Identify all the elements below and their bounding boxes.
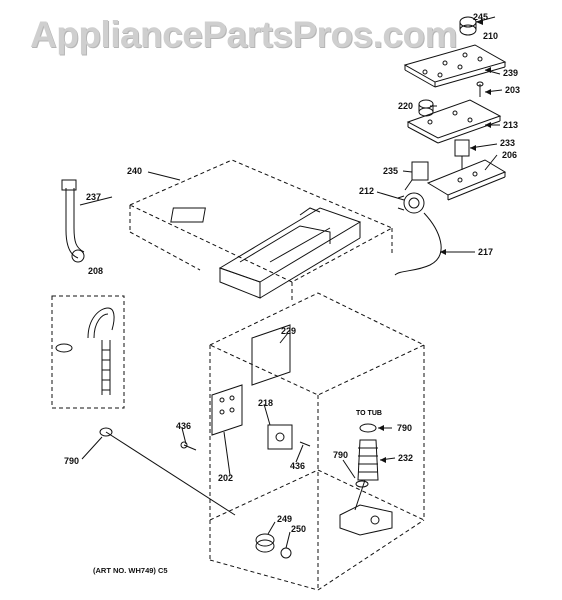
part-label-235: 235 [383,166,399,176]
part-label-220: 220 [398,101,414,111]
part-label-233: 233 [500,138,516,148]
part-label-206: 206 [502,150,518,160]
part-label-436-right: 436 [290,461,306,471]
grommet-part [280,547,292,559]
art-number-caption: (ART NO. WH749) C5 [93,566,168,575]
wire-harness [394,212,442,276]
part-label-229: 229 [281,326,297,336]
part-label-790-left: 790 [64,456,80,466]
part-label-239: 239 [503,68,519,78]
part-label-210: 210 [483,31,499,41]
part-label-208: 208 [88,266,104,276]
part-label-790-right: 790 [397,423,413,433]
part-label-213: 213 [503,120,519,130]
part-label-237: 237 [86,192,102,202]
pressure-hose [354,423,379,511]
control-board-part [211,384,243,436]
part-label-249: 249 [277,514,293,524]
part-label-203: 203 [505,85,521,95]
cabinet-outline [128,159,426,591]
part-label-217: 217 [478,247,494,257]
leader-lines [79,16,503,549]
watermark: AppliancePartsPros.com [30,14,457,55]
fill-hose [65,188,79,259]
part-label-202: 202 [218,473,234,483]
part-label-240: 240 [127,166,143,176]
to-tub-label: TO TUB [356,410,382,417]
part-label-790-middle: 790 [333,450,349,460]
console-part [170,207,362,299]
part-label-212: 212 [359,186,375,196]
control-plates [403,44,507,201]
part-label-218: 218 [258,398,274,408]
switch-part [267,424,293,450]
part-label-436-left: 436 [176,421,192,431]
part-label-245: 245 [473,12,489,22]
timer-part [403,192,425,214]
part-label-232: 232 [398,453,414,463]
hose-kit-box [51,295,125,409]
bracket-part [251,324,291,386]
part-label-250: 250 [291,524,307,534]
